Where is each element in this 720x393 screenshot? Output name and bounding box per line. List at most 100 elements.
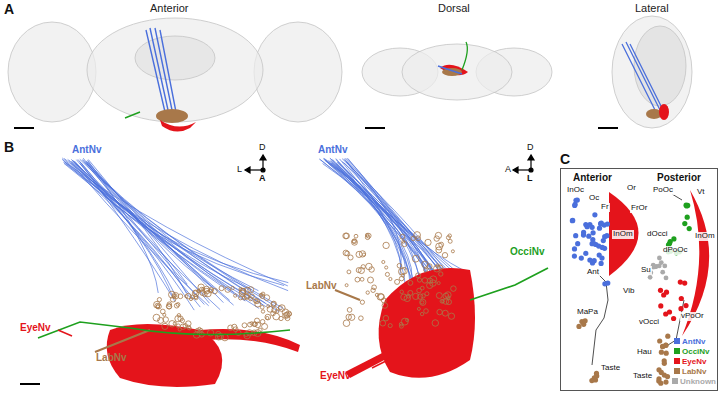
lab-mass bbox=[424, 309, 429, 314]
lab-mass bbox=[174, 303, 179, 308]
sensillum-dot bbox=[586, 234, 591, 239]
lab-mass bbox=[372, 285, 377, 290]
sensillum-dot bbox=[678, 306, 683, 311]
lab-mass bbox=[250, 294, 254, 298]
lab-mass bbox=[388, 324, 392, 328]
sensillum-dot bbox=[599, 261, 604, 266]
fiber bbox=[72, 161, 284, 286]
lab-mass bbox=[389, 277, 392, 280]
structure-label: Vib bbox=[622, 287, 635, 296]
sensillum-dot bbox=[656, 378, 661, 383]
lab-mass bbox=[180, 318, 184, 322]
lab-mass bbox=[408, 280, 413, 285]
lab-mass bbox=[248, 287, 254, 293]
lab-mass bbox=[199, 328, 203, 332]
lab-mass bbox=[345, 284, 348, 287]
lab-mass bbox=[239, 288, 245, 294]
lab-mass bbox=[260, 305, 264, 309]
lab-mass bbox=[420, 286, 424, 290]
eye-fiber bbox=[345, 350, 392, 378]
lab-mass bbox=[261, 310, 264, 313]
legend-text: Unknown bbox=[680, 377, 716, 386]
sensillum-dot bbox=[663, 343, 668, 348]
structure-label: FrOr bbox=[630, 204, 648, 213]
sensillum-dot bbox=[663, 380, 668, 385]
lab-mass bbox=[420, 312, 423, 315]
lab-mass bbox=[255, 301, 261, 307]
view-label: A bbox=[505, 165, 511, 175]
lab-mass bbox=[422, 261, 428, 267]
legend-text: EyeNv bbox=[682, 357, 706, 366]
lab-mass bbox=[383, 315, 389, 321]
sensillum-dot bbox=[659, 370, 664, 375]
sensillum-dot bbox=[661, 292, 666, 297]
schematic bbox=[592, 190, 709, 365]
fiber bbox=[62, 159, 288, 290]
lab-mass bbox=[425, 239, 431, 245]
lab-mass bbox=[162, 323, 168, 329]
structure-label: InOm bbox=[694, 232, 716, 241]
structure-label: Vt bbox=[696, 188, 706, 197]
lab-mass bbox=[278, 305, 285, 312]
fiber bbox=[87, 164, 279, 312]
lab-mass bbox=[441, 300, 444, 303]
lab-mass bbox=[397, 263, 402, 268]
lab-mass bbox=[359, 316, 364, 321]
lab-fiber bbox=[95, 330, 150, 352]
lab-mass bbox=[417, 307, 420, 310]
lab-mass bbox=[264, 295, 270, 301]
lab-mass bbox=[400, 290, 404, 294]
lab-mass bbox=[401, 267, 408, 274]
sensillum-dot bbox=[583, 251, 588, 256]
lab-mass bbox=[437, 309, 442, 314]
sensillum-dot bbox=[684, 203, 689, 208]
sensillum-dot bbox=[589, 378, 594, 383]
lab-mass bbox=[202, 292, 207, 297]
lab-mass bbox=[356, 251, 362, 257]
lab-mass bbox=[344, 233, 350, 239]
fiber bbox=[328, 160, 439, 298]
view-label: D bbox=[259, 143, 266, 153]
lab-mass bbox=[233, 327, 238, 332]
sensillum-dot bbox=[573, 198, 578, 203]
lab-mass bbox=[248, 322, 253, 327]
lab-mass bbox=[421, 301, 424, 304]
view-title: Posterior bbox=[657, 172, 701, 183]
lab-mass bbox=[422, 278, 428, 284]
sensillum-dot bbox=[663, 343, 668, 348]
structure-label: PoOc bbox=[652, 186, 674, 195]
lab-mass bbox=[439, 272, 443, 276]
lab-mass bbox=[442, 310, 448, 316]
lab-mass bbox=[252, 322, 257, 327]
lab-mass bbox=[183, 324, 188, 329]
fiber bbox=[320, 160, 467, 282]
sensillum-dot bbox=[575, 241, 580, 246]
structure-label: InOc bbox=[566, 186, 585, 195]
fiber bbox=[82, 160, 213, 288]
lab-mass bbox=[178, 328, 181, 331]
lab-mass bbox=[440, 299, 444, 303]
lab-mass bbox=[420, 299, 426, 305]
sensillum-dot bbox=[657, 264, 662, 269]
lab-mass bbox=[275, 310, 279, 314]
sensillum-dot bbox=[678, 280, 683, 285]
lab-mass bbox=[347, 270, 351, 274]
lab-mass bbox=[413, 293, 419, 299]
legend-swatch bbox=[674, 348, 680, 354]
lab-mass bbox=[239, 287, 242, 290]
lab-mass bbox=[382, 260, 385, 263]
lab-mass bbox=[178, 294, 183, 299]
sensillum-dot bbox=[592, 212, 597, 217]
eye-fiber bbox=[200, 329, 300, 352]
view-label: Lateral bbox=[635, 2, 669, 14]
sensillum-dot bbox=[648, 275, 653, 280]
lab-mass bbox=[271, 311, 276, 316]
lab-mass bbox=[448, 234, 452, 238]
lab-mass bbox=[347, 308, 352, 313]
fiber bbox=[83, 158, 204, 304]
lab-mass bbox=[197, 290, 200, 293]
lab-mass bbox=[435, 232, 441, 238]
view-label: AntNv bbox=[72, 144, 101, 155]
lab-mass bbox=[349, 314, 355, 320]
